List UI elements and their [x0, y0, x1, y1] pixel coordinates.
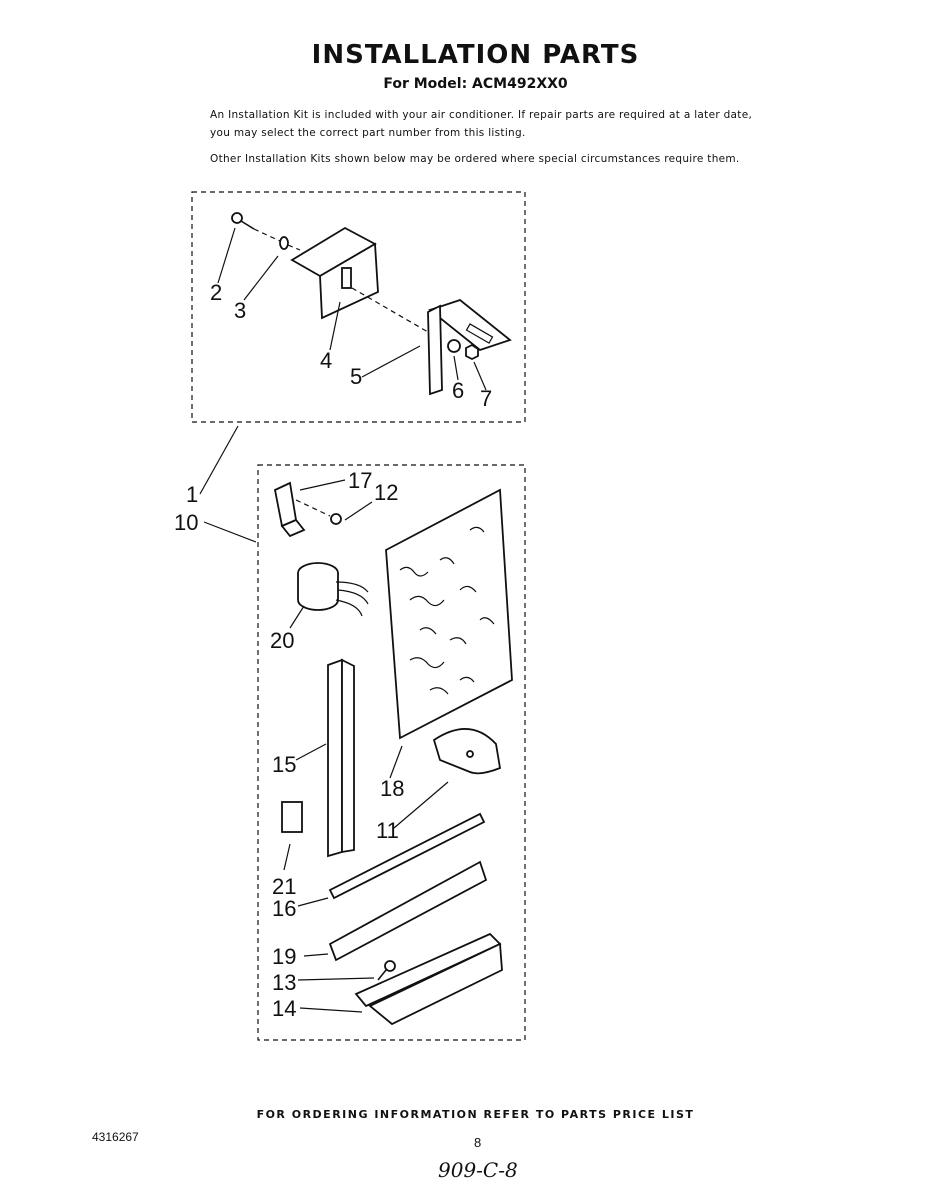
part-screw-2: [231, 212, 255, 230]
callout-21: 21: [272, 874, 296, 899]
callout-16: 16: [272, 896, 296, 921]
part-washer-3: [279, 236, 289, 250]
callout-19: 19: [272, 944, 296, 969]
callout-14: 14: [272, 996, 296, 1021]
callout-17: 17: [348, 468, 372, 493]
callout-18: 18: [380, 776, 404, 801]
callout-10: 10: [174, 510, 198, 535]
part-support-5: [427, 298, 512, 396]
callout-1: 1: [186, 482, 198, 507]
part-washer-6: [447, 339, 461, 353]
page-number: 8: [474, 1135, 482, 1150]
callout-12: 12: [374, 480, 398, 505]
part-channel-15: [327, 658, 355, 858]
callout-3: 3: [234, 298, 246, 323]
callout-13: 13: [272, 970, 296, 995]
parts-diagram: 2 3 4 5 6 7 1 10 17 12 20 15 18 11 21 16…: [174, 191, 526, 1041]
callout-15: 15: [272, 752, 296, 777]
part-nut-7: [465, 343, 479, 361]
part-bar-19: [328, 860, 488, 962]
callout-4: 4: [320, 348, 332, 373]
callout-2: 2: [210, 280, 222, 305]
intro-paragraph-2: Other Installation Kits shown below may …: [210, 153, 740, 165]
top-kit-box: [191, 191, 526, 423]
ordering-note: FOR ORDERING INFORMATION REFER TO PARTS …: [256, 1108, 695, 1121]
callout-20: 20: [270, 628, 294, 653]
part-panel-18: [385, 488, 513, 740]
part-rail-14: [354, 932, 503, 1026]
part-bracket-4: [290, 226, 379, 320]
part-tape-20: [297, 562, 369, 617]
bottom-kit-box: [257, 464, 526, 1041]
callout-5: 5: [350, 364, 362, 389]
part-screw-13: [377, 960, 396, 981]
part-screw-12: [330, 513, 342, 525]
part-clip-11: [432, 728, 502, 775]
callout-11: 11: [376, 818, 399, 843]
part-pad-21: [281, 801, 303, 833]
callout-6: 6: [452, 378, 464, 403]
callout-7: 7: [480, 386, 492, 411]
part-strip-16: [328, 812, 486, 900]
model-subtitle: For Model: ACM492XX0: [383, 76, 568, 92]
handwritten-note: 909-C-8: [438, 1158, 518, 1182]
document-number: 4316267: [92, 1130, 139, 1144]
page-title: INSTALLATION PARTS: [311, 40, 640, 70]
intro-paragraph-1: An Installation Kit is included with you…: [210, 109, 753, 139]
part-bracket-17: [273, 481, 306, 538]
